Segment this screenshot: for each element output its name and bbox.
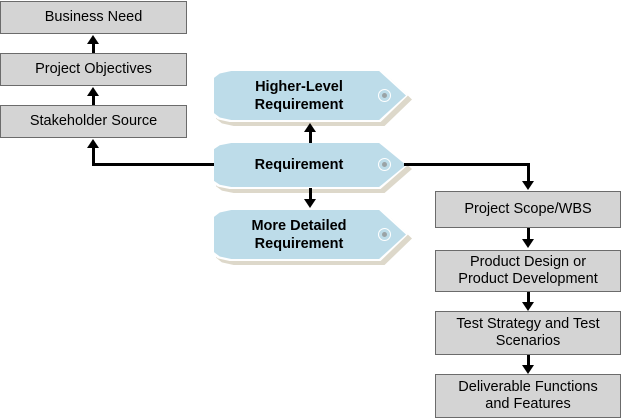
tag-fill	[214, 143, 406, 187]
node-stakeholder-source-label: Stakeholder Source	[29, 113, 158, 129]
tag-hole-icon	[378, 158, 391, 171]
node-requirement[interactable]: Requirement	[212, 141, 412, 193]
connector-requirement-to-higher-level	[309, 131, 312, 143]
connector-scope-to-design-arrowhead	[522, 239, 534, 248]
node-more-detailed-requirement-label: More Detailed Requirement	[251, 217, 347, 252]
connector-requirement-to-more-detailed	[309, 188, 312, 201]
node-business-need[interactable]: Business Need	[0, 1, 187, 34]
connector-design-to-test-arrowhead	[522, 302, 534, 311]
connector-requirement-to-scope-vertical	[527, 163, 530, 183]
node-project-scope-wbs[interactable]: Project Scope/WBS	[435, 191, 621, 228]
tag-fill	[214, 71, 406, 120]
connector-stakeholder-to-objectives-arrowhead	[87, 87, 99, 96]
connector-objectives-to-need	[92, 43, 95, 53]
node-project-scope-wbs-label: Project Scope/WBS	[464, 201, 592, 217]
node-deliverable-functions-and-features[interactable]: Deliverable Functions and Features	[435, 374, 621, 418]
node-test-strategy-and-scenarios[interactable]: Test Strategy and Test Scenarios	[435, 311, 621, 355]
connector-scope-to-design	[527, 228, 530, 241]
connector-requirement-to-stakeholder-horizontal	[92, 163, 214, 166]
node-requirement-label: Requirement	[254, 157, 344, 173]
connector-test-to-deliverable-arrowhead	[522, 365, 534, 374]
tag-hole-icon	[378, 89, 391, 102]
connector-requirement-to-higher-level-arrowhead	[304, 123, 316, 132]
node-business-need-label: Business Need	[44, 9, 143, 25]
connector-requirement-to-stakeholder-arrowhead	[87, 139, 99, 148]
tag-fill	[214, 210, 406, 259]
connector-requirement-to-scope-horizontal	[404, 163, 530, 166]
connector-requirement-to-stakeholder-vertical	[92, 147, 95, 165]
node-higher-level-requirement-label: Higher-Level Requirement	[254, 78, 344, 113]
connector-stakeholder-to-objectives	[92, 95, 95, 105]
connector-design-to-test	[527, 292, 530, 305]
connector-test-to-deliverable	[527, 355, 530, 368]
node-project-objectives-label: Project Objectives	[35, 61, 152, 77]
node-test-strategy-and-scenarios-label: Test Strategy and Test Scenarios	[456, 316, 600, 349]
node-product-design-or-development[interactable]: Product Design or Product Development	[435, 250, 621, 292]
connector-requirement-to-more-detailed-arrowhead	[304, 199, 316, 208]
node-project-objectives[interactable]: Project Objectives	[0, 53, 187, 86]
node-higher-level-requirement[interactable]: Higher-Level Requirement	[212, 69, 412, 126]
node-more-detailed-requirement[interactable]: More Detailed Requirement	[212, 208, 412, 265]
node-deliverable-functions-and-features-label: Deliverable Functions and Features	[458, 379, 598, 412]
connector-requirement-to-scope-arrowhead	[522, 181, 534, 190]
node-product-design-or-development-label: Product Design or Product Development	[458, 254, 598, 287]
connector-objectives-to-need-arrowhead	[87, 35, 99, 44]
node-stakeholder-source[interactable]: Stakeholder Source	[0, 105, 187, 138]
tag-hole-icon	[378, 228, 391, 241]
